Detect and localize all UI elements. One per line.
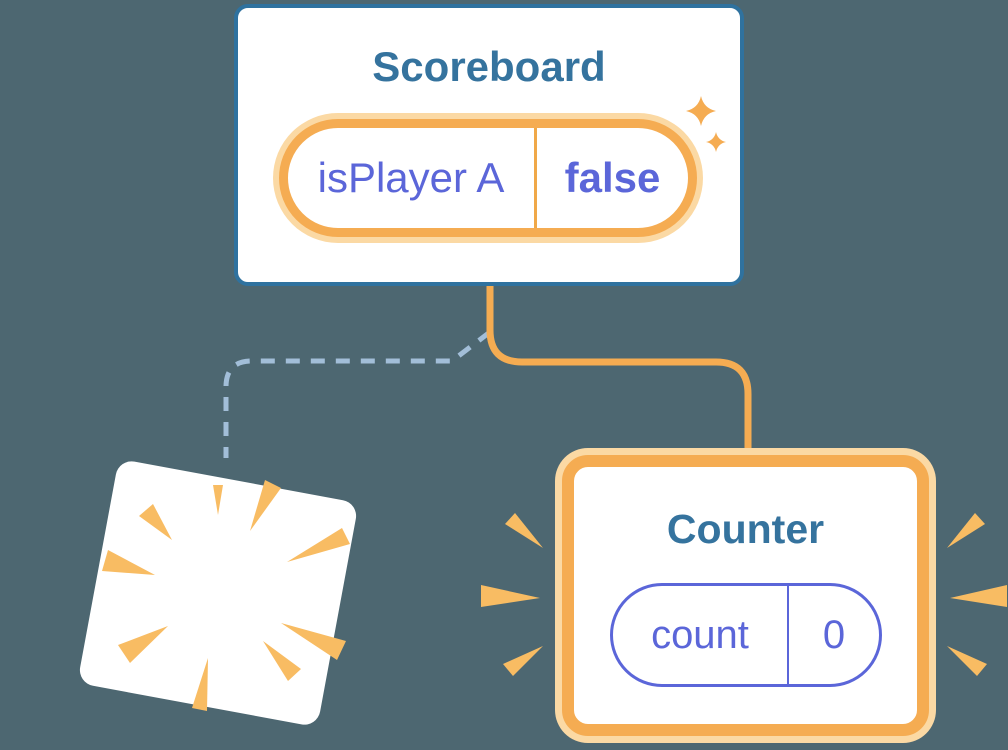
counter-state-pill: count 0 bbox=[610, 583, 882, 687]
counter-component-card: Counter count 0 bbox=[562, 455, 929, 736]
scoreboard-component-card: Scoreboard isPlayer A false bbox=[234, 4, 744, 286]
emphasis-marks-left-icon bbox=[481, 585, 540, 607]
emphasis-marks-right-icon bbox=[947, 513, 985, 548]
state-name: isPlayer A bbox=[288, 128, 537, 228]
emphasis-marks-right-icon bbox=[950, 585, 1007, 607]
removed-branch-connector bbox=[223, 330, 492, 458]
active-branch-connector bbox=[486, 284, 752, 452]
state-value: false bbox=[564, 154, 661, 201]
scoreboard-title: Scoreboard bbox=[372, 43, 606, 90]
counter-title: Counter bbox=[666, 506, 825, 552]
destroyed-component-card bbox=[77, 458, 359, 728]
emphasis-marks-right-icon bbox=[947, 646, 987, 676]
scoreboard-state-pill: isPlayer A false bbox=[279, 119, 697, 237]
state-name: count bbox=[613, 586, 789, 684]
emphasis-marks-left-icon bbox=[505, 513, 543, 548]
emphasis-marks-left-icon bbox=[503, 646, 543, 676]
state-value: 0 bbox=[822, 612, 846, 657]
